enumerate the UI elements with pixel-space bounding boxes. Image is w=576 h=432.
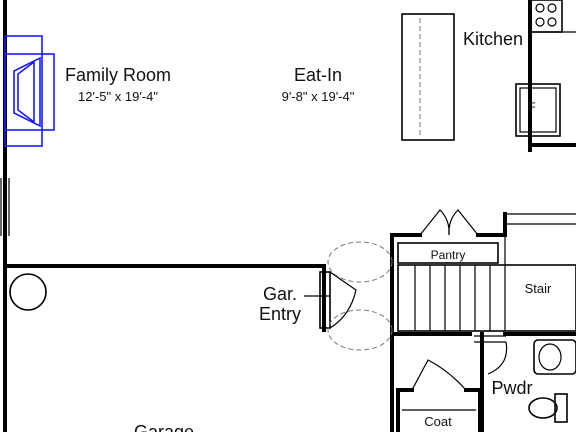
fireplace xyxy=(4,35,55,147)
water-heater-icon xyxy=(9,273,47,311)
family-room-dims: 12'-5" x 19'-4" xyxy=(78,89,158,104)
garage-name: Garage xyxy=(134,422,194,432)
eat-in-dims: 9'-8" x 19'-4" xyxy=(282,89,355,104)
garage-entry-door xyxy=(304,241,393,351)
garage-entry-line1: Gar. xyxy=(263,284,297,304)
fridge-label: F xyxy=(528,100,535,114)
pantry-name: Pantry xyxy=(431,248,466,262)
coat-name: Coat xyxy=(424,414,452,429)
range xyxy=(529,0,576,33)
stair-name: Stair xyxy=(525,281,552,296)
garage-entry-line2: Entry xyxy=(259,304,301,324)
toilet-icon xyxy=(528,393,568,423)
family-room-name: Family Room xyxy=(65,65,171,85)
fridge: F xyxy=(515,83,561,137)
stair xyxy=(397,235,576,332)
left-wall-window xyxy=(0,178,10,236)
eat-in-name: Eat-In xyxy=(294,65,342,85)
kitchen-name: Kitchen xyxy=(463,29,523,49)
pantry xyxy=(397,209,576,264)
powder-door xyxy=(474,335,508,375)
sink-icon xyxy=(533,339,576,375)
powder-name: Pwdr xyxy=(491,378,532,398)
coat-closet xyxy=(402,359,476,411)
kitchen-island xyxy=(401,13,455,141)
